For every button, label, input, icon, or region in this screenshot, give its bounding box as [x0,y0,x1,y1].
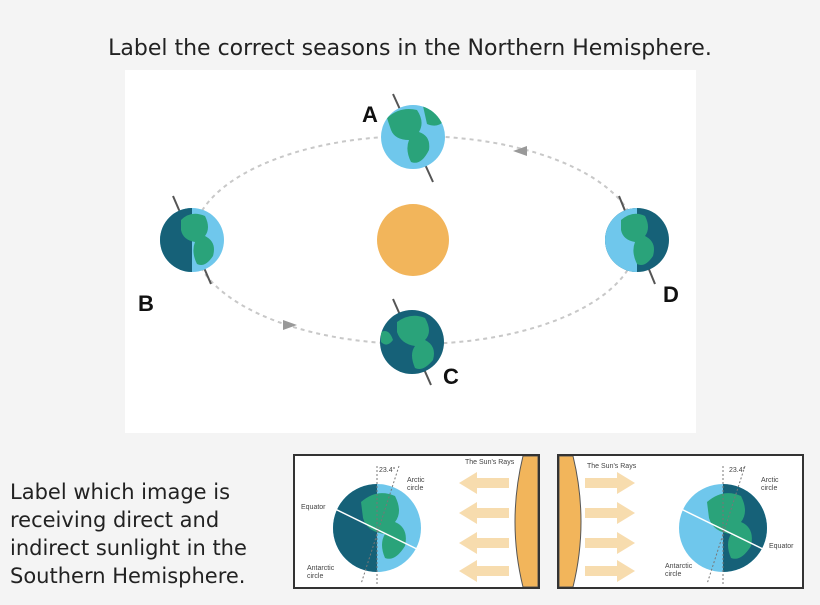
earth-d [605,195,669,285]
orbit-svg: A B C D [138,93,679,389]
antarctic-label: Antarctic [665,563,693,570]
earth-b [160,195,224,285]
sunlight-left-svg: 23.4° Arctic circle Equator Antarctic ci… [301,456,538,587]
sun-edge [514,456,538,587]
label-c: C [443,364,459,389]
angle-label: 23.4° [729,466,746,474]
rays-label: The Sun's Rays [465,459,515,466]
label-d: D [663,282,679,307]
earth-c [380,298,444,386]
rays-label: The Sun's Rays [587,463,637,470]
sunlight-right-svg: The Sun's Rays 23.4° Arctic circle Equat… [559,456,794,587]
arctic-label: circle [407,485,423,492]
sun [377,204,449,276]
sun-rays [585,472,635,582]
equator-line [678,507,770,553]
earth-a [381,93,445,183]
antarctic-label: circle [307,573,323,580]
equator-label: Equator [769,543,794,550]
equator-label: Equator [301,504,326,511]
label-b: B [138,291,154,316]
instruction-line: indirect sunlight in the [10,536,247,560]
antarctic-label: Antarctic [307,565,335,572]
orbit-arrow-top [513,146,527,156]
instructions: Label which image is receiving direct an… [10,478,290,590]
arctic-label: circle [761,485,777,492]
instruction-line: Southern Hemisphere. [10,564,246,588]
orbit-diagram: A B C D [125,70,696,433]
instruction-line: receiving direct and [10,508,220,532]
axis-tilted [360,465,400,585]
sunlight-panel-left: 23.4° Arctic circle Equator Antarctic ci… [293,454,540,589]
label-a: A [362,102,378,127]
angle-label: 23.4° [379,466,396,474]
orbit-arrow-bottom [283,320,297,330]
instruction-line: Label which image is [10,480,231,504]
equator-line [332,507,424,553]
sunlight-panel-right: The Sun's Rays 23.4° Arctic circle Equat… [557,454,804,589]
sun-edge [559,456,582,587]
arctic-label: Arctic [407,477,425,484]
sun-rays [459,472,509,582]
antarctic-label: circle [665,571,681,578]
arctic-label: Arctic [761,477,779,484]
axis-tilted [706,465,746,585]
page-title: Label the correct seasons in the Norther… [108,36,712,61]
